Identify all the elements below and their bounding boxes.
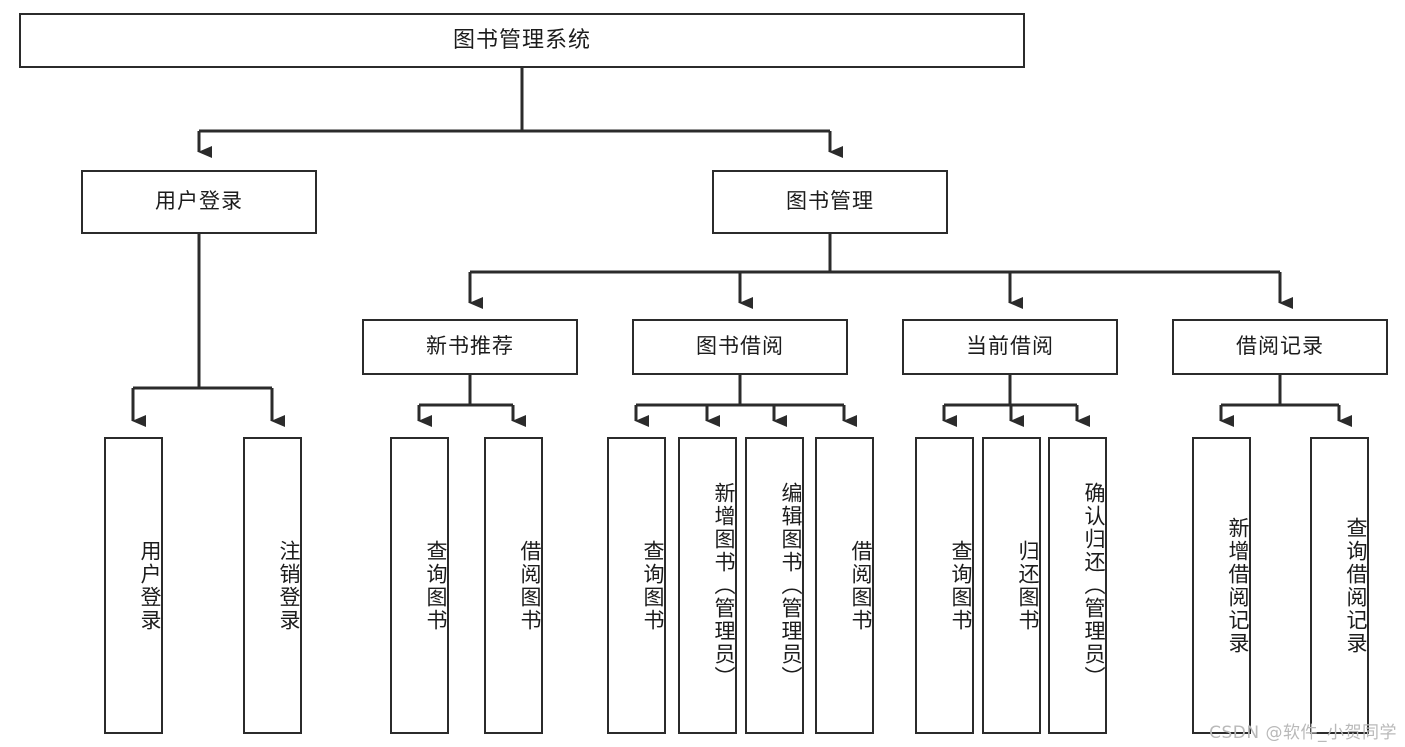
node-label: 用户登录 <box>138 539 161 632</box>
node-label: 查询图书 <box>949 539 972 632</box>
node-label: 编辑图书（管理员） <box>779 482 802 689</box>
node-label: 用户登录 <box>155 190 243 214</box>
node-label: 图书借阅 <box>696 335 784 359</box>
node-label: 确认归还（管理员） <box>1082 482 1105 689</box>
node-label: 图书管理 <box>786 190 874 214</box>
node-label: 查询图书 <box>641 539 664 632</box>
leaf-query-book-current[interactable]: 查询图书 <box>915 437 974 734</box>
csdn-watermark: CSDN @软件_小贺同学 <box>1209 723 1397 743</box>
node-borrow-record[interactable]: 借阅记录 <box>1172 319 1388 375</box>
leaf-confirm-return-admin[interactable]: 确认归还（管理员） <box>1048 437 1107 734</box>
node-label: 借阅图书 <box>849 539 872 632</box>
node-label: 查询图书 <box>424 539 447 632</box>
leaf-add-book-admin[interactable]: 新增图书（管理员） <box>678 437 737 734</box>
node-root-book-management-system[interactable]: 图书管理系统 <box>19 13 1025 68</box>
node-label: 查询借阅记录 <box>1344 516 1367 655</box>
node-current-borrow[interactable]: 当前借阅 <box>902 319 1118 375</box>
leaf-query-book-recommend[interactable]: 查询图书 <box>390 437 449 734</box>
node-new-book-recommend[interactable]: 新书推荐 <box>362 319 578 375</box>
leaf-edit-book-admin[interactable]: 编辑图书（管理员） <box>745 437 804 734</box>
node-label: 新增图书（管理员） <box>712 482 735 689</box>
node-label: 借阅记录 <box>1236 335 1324 359</box>
node-book-borrow[interactable]: 图书借阅 <box>632 319 848 375</box>
leaf-borrow-book-recommend[interactable]: 借阅图书 <box>484 437 543 734</box>
leaf-query-borrow-record[interactable]: 查询借阅记录 <box>1310 437 1369 734</box>
node-label: 注销登录 <box>277 539 300 632</box>
node-label: 新增借阅记录 <box>1226 516 1249 655</box>
leaf-borrow-book[interactable]: 借阅图书 <box>815 437 874 734</box>
node-label: 图书管理系统 <box>452 27 591 53</box>
node-label: 当前借阅 <box>966 335 1054 359</box>
leaf-user-login[interactable]: 用户登录 <box>104 437 163 734</box>
leaf-add-borrow-record[interactable]: 新增借阅记录 <box>1192 437 1251 734</box>
node-book-management[interactable]: 图书管理 <box>712 170 948 234</box>
node-label: 借阅图书 <box>518 539 541 632</box>
node-label: 归还图书 <box>1016 539 1039 632</box>
node-user-login[interactable]: 用户登录 <box>81 170 317 234</box>
leaf-query-book-borrow[interactable]: 查询图书 <box>607 437 666 734</box>
leaf-logout[interactable]: 注销登录 <box>243 437 302 734</box>
leaf-return-book[interactable]: 归还图书 <box>982 437 1041 734</box>
node-label: 新书推荐 <box>426 335 514 359</box>
